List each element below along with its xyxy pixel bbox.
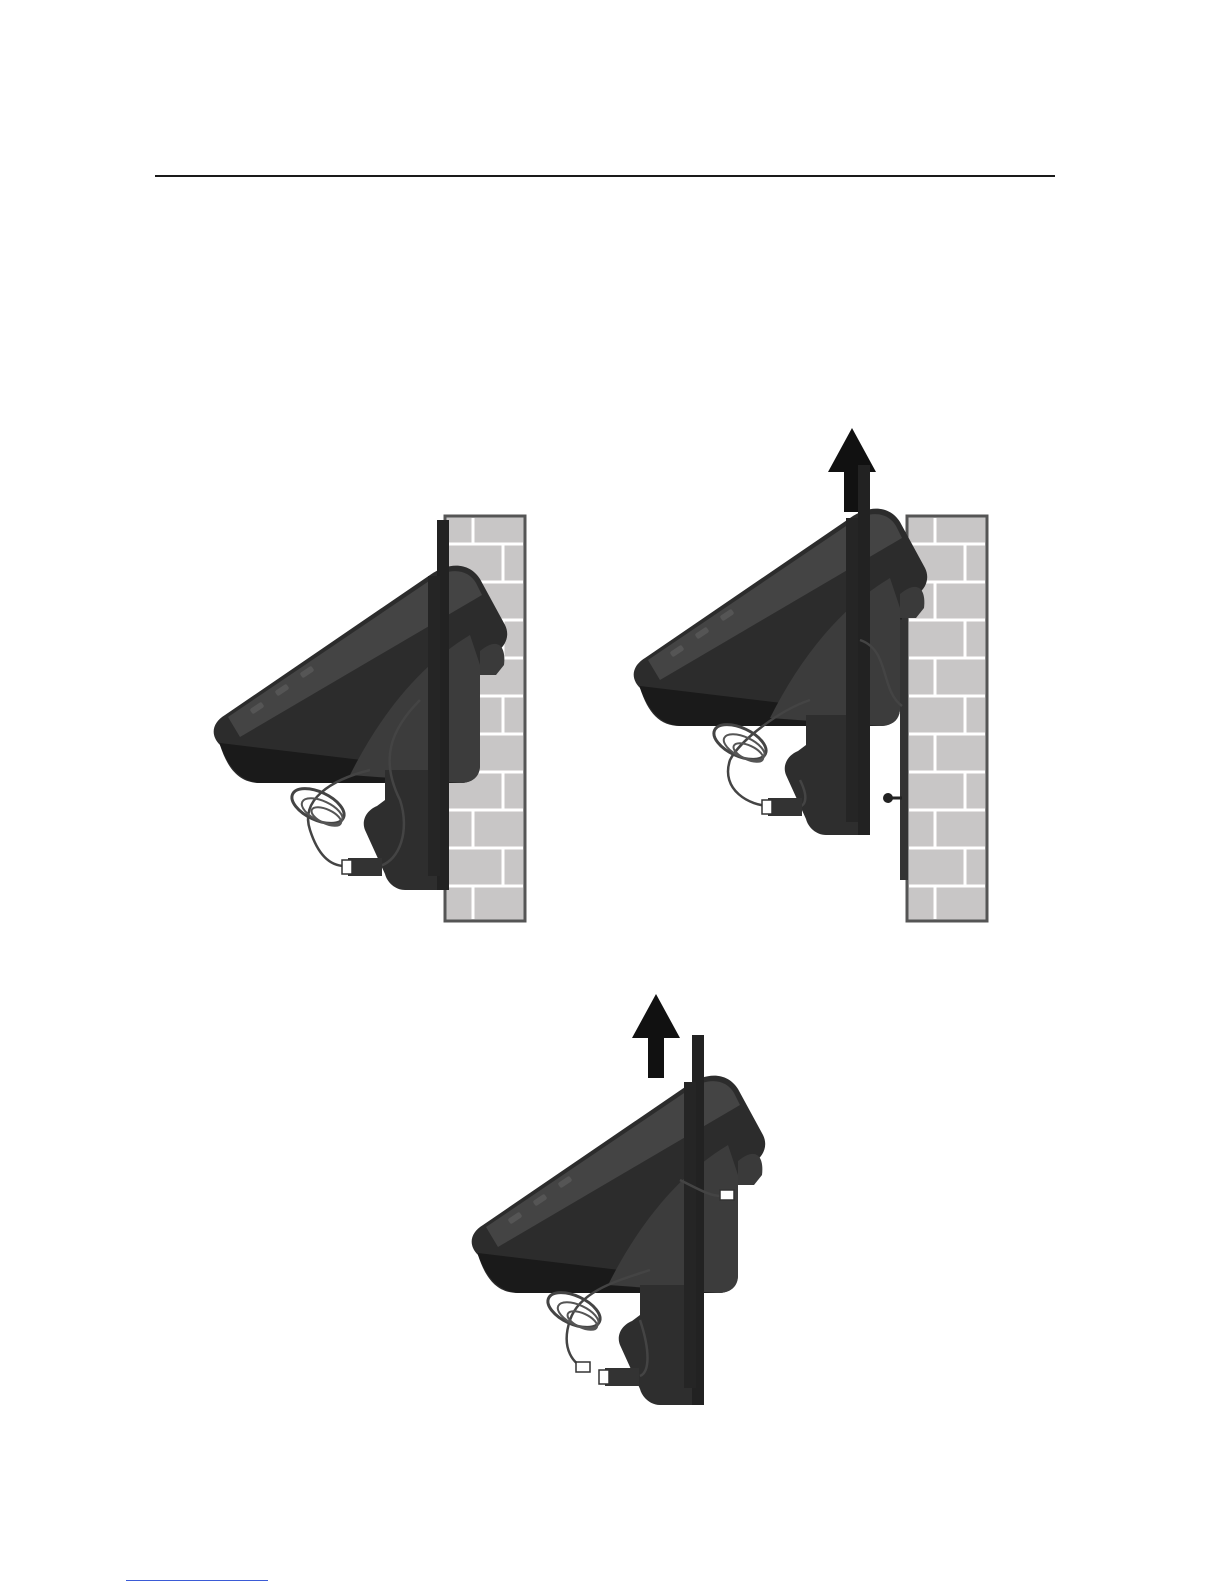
- fig-phone-lifting: [634, 428, 987, 921]
- modular-jack-icon: [599, 1368, 639, 1386]
- modular-jack-icon: [762, 798, 802, 816]
- footer-link-underline: [126, 1580, 268, 1581]
- phone-base-icon: [472, 1035, 766, 1405]
- modular-jack-icon: [342, 858, 382, 876]
- phone-base-icon: [634, 465, 928, 835]
- upward-arrow-icon: [632, 994, 680, 1078]
- fig-phone-mounted: [214, 516, 525, 921]
- fig-phone-removed: [472, 994, 766, 1405]
